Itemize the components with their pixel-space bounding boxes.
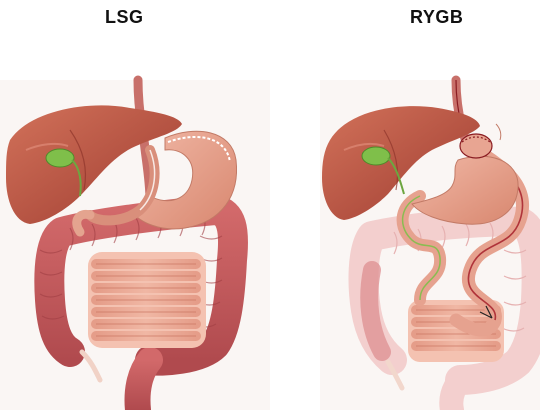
lsg-gallbladder bbox=[46, 149, 74, 167]
rygb-illustration bbox=[320, 80, 540, 410]
lsg-small-intestine bbox=[88, 252, 206, 348]
lsg-illustration bbox=[0, 80, 270, 410]
rygb-gallbladder bbox=[362, 147, 390, 165]
